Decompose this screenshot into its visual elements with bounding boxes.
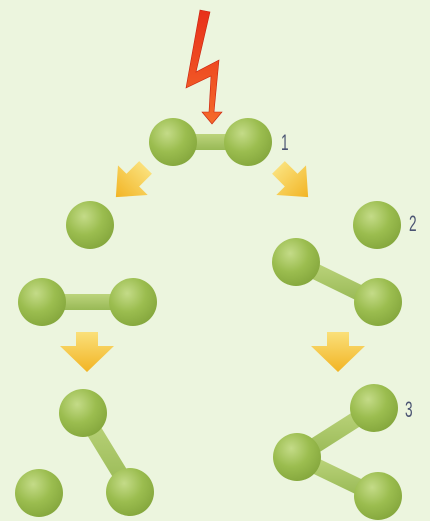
atom [350,384,398,432]
atom [106,468,154,516]
atom [15,469,63,517]
down-left-arrow-icon [115,161,152,198]
atom [18,278,66,326]
atom [149,118,197,166]
atom [224,118,272,166]
bond [52,294,124,310]
atom [273,433,321,481]
single-atom-left [66,201,114,249]
atom [272,238,320,286]
molecule-triatomic-right [273,384,402,520]
down-arrow-icon [60,332,114,372]
lightning-bolt-icon [185,9,223,125]
single-atom-right [353,201,401,249]
atom [354,472,402,520]
atom [59,389,107,437]
step-label-2: 2 [409,211,417,236]
step-label-1: 1 [281,130,289,155]
step-label-3: 3 [405,397,413,422]
molecule-diatomic-intact [149,118,272,166]
molecule-triatomic-left [15,389,154,517]
molecule-bent-right [272,238,402,326]
atom [109,278,157,326]
atom [354,278,402,326]
down-right-arrow-icon [272,161,309,198]
down-arrow-icon [311,332,365,372]
molecule-diatomic-left [18,278,157,326]
